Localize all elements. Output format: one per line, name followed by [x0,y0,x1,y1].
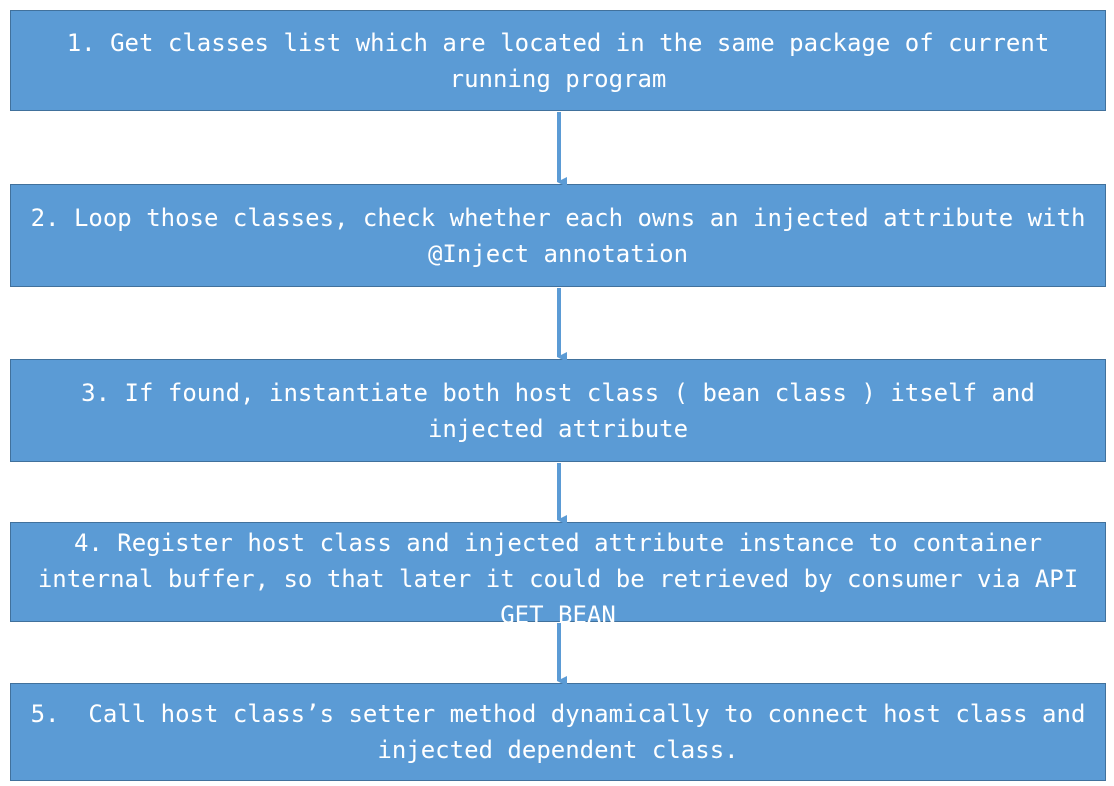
step-2-text: 2. Loop those classes, check whether eac… [30,203,1100,268]
step-1-text: 1. Get classes list which are located in… [66,28,1064,93]
step-4-text: 4. Register host class and injected attr… [37,529,1093,629]
step-3-box: 3. If found, instantiate both host class… [10,359,1106,462]
step-3-text: 3. If found, instantiate both host class… [81,378,1050,443]
step-5-box: 5. Call host class’s setter method dynam… [10,683,1106,781]
step-4-box: 4. Register host class and injected attr… [10,522,1106,629]
step-5-text: 5. Call host class’s setter method dynam… [30,700,1100,764]
step-1-box: 1. Get classes list which are located in… [10,10,1106,111]
step-2-box: 2. Loop those classes, check whether eac… [10,184,1106,287]
